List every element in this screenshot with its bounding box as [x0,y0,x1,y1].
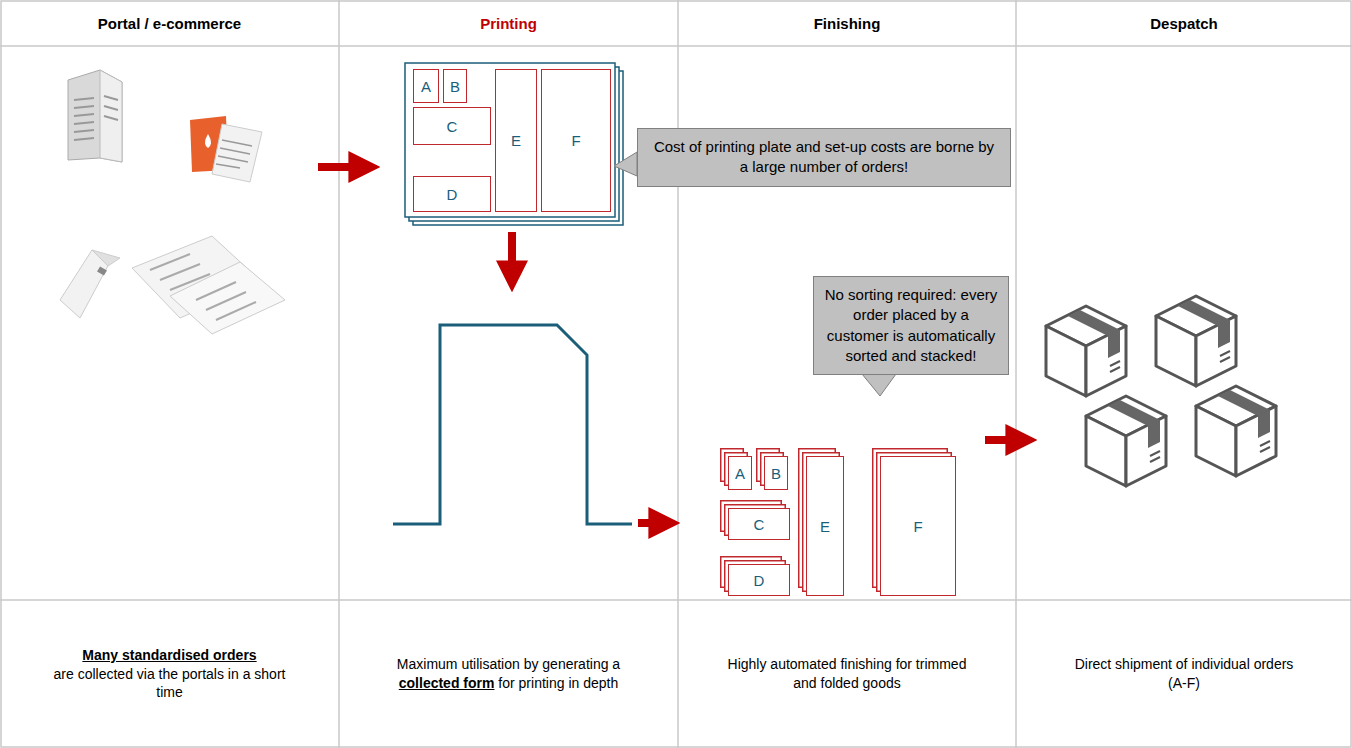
order-letter: D [447,186,458,203]
column-footer: Direct shipment of individual orders (A-… [1064,600,1304,748]
sheet-order: D [413,176,491,212]
order-letter: F [913,518,922,535]
order-letter: C [447,118,458,135]
order-letter: F [571,132,580,149]
sheet-order: F [541,69,611,212]
sheet-order: E [495,69,537,212]
parcel-icons [1046,296,1276,486]
header-text: Finishing [814,15,881,32]
header-text: Printing [480,15,537,32]
column-header: Finishing [688,0,1006,46]
footer-text: for printing in depth [498,675,618,691]
order-letter: B [771,465,781,482]
column-header: Printing [349,0,668,46]
order-letter: A [735,465,745,482]
order-stack: C [728,508,790,540]
order-stack: D [728,564,790,596]
callout-box: No sorting required: every order placed … [813,276,1009,375]
footer-text: collected form [399,675,495,691]
column-footer: Maximum utilisation by generating a coll… [394,600,624,748]
footer-text: Maximum utilisation by generating a [397,656,620,672]
column-header: Portal / e-commerce [10,0,329,46]
column-header: Despatch [1026,0,1342,46]
callout-text: Cost of printing plate and set-up costs … [648,137,1000,178]
print-products [60,70,285,334]
order-letter: E [511,132,521,149]
header-text: Despatch [1150,15,1218,32]
order-stack: A [728,456,752,490]
order-stack: B [764,456,788,490]
column-footer: Many standardised ordersare collected vi… [45,600,295,748]
order-letter: B [450,78,460,95]
order-stack: E [806,456,844,596]
order-stack: F [880,456,956,596]
footer-text: Direct shipment of individual orders (A-… [1075,656,1294,691]
order-letter: A [421,78,431,95]
order-letter: E [820,518,830,535]
sheet-order: C [413,107,491,145]
sheet-order: B [443,69,467,103]
footer-text: are collected via the portals in a short… [54,666,286,701]
order-letter: D [754,572,765,589]
footer-text: Highly automated finishing for trimmed a… [728,656,967,691]
callout-text: No sorting required: every order placed … [824,285,998,366]
order-letter: C [754,516,765,533]
callout-box: Cost of printing plate and set-up costs … [637,128,1011,187]
header-text: Portal / e-commerce [98,15,241,32]
sheet-order: A [413,69,439,103]
column-footer: Highly automated finishing for trimmed a… [727,600,967,748]
footer-text: Many standardised orders [45,646,295,665]
